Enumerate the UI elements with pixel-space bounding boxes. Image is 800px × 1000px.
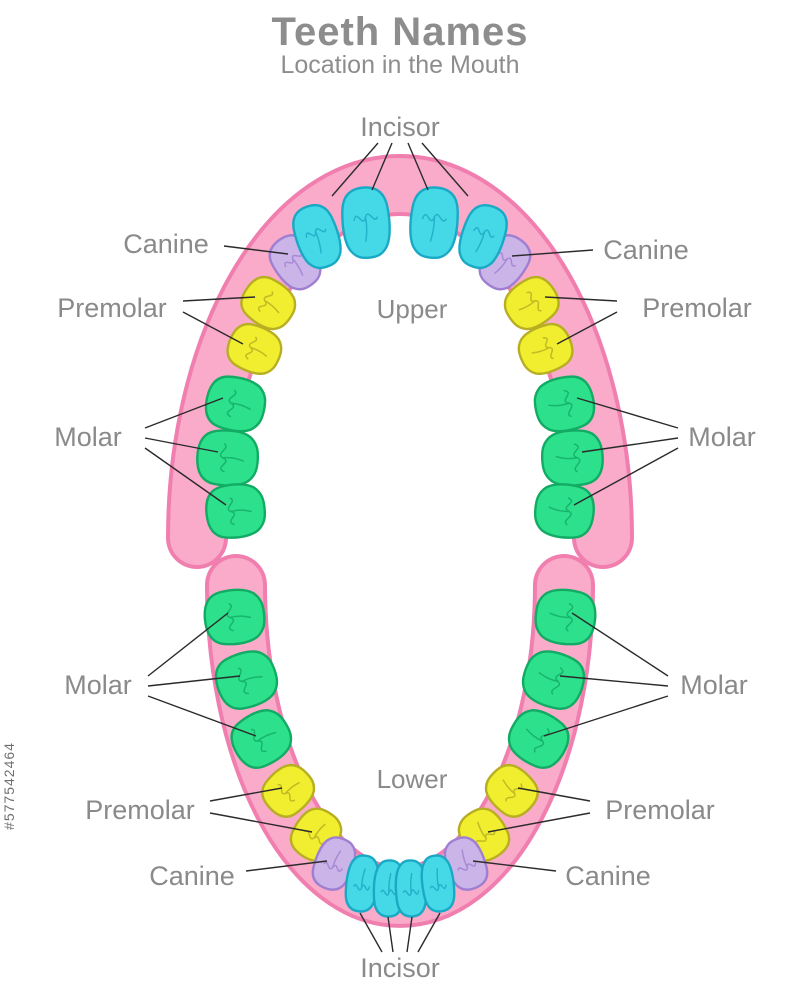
leader-lines-lower-premolar [209, 787, 591, 833]
page-subtitle: Location in the Mouth [280, 51, 519, 79]
leader-lines-upper-canine [223, 245, 594, 257]
tooth-upper-right-central-incisor [406, 184, 462, 262]
stock-id-watermark: #577542464 [1, 742, 17, 830]
tooth-lower-right-molar-1 [531, 585, 600, 649]
label-molar-lower-left: Molar [64, 670, 132, 700]
page-title: Teeth Names [271, 10, 528, 54]
label-premolar-lower-right: Premolar [605, 795, 715, 825]
leader-lines-upper-incisor [331, 142, 469, 197]
label-premolar-upper-right: Premolar [642, 293, 752, 323]
label-molar-lower-right: Molar [680, 670, 748, 700]
tooth-upper-left-central-incisor [338, 184, 394, 262]
upper-arch-label: Upper [377, 294, 448, 324]
leader-lines-upper-premolar [182, 296, 618, 345]
label-canine-upper-right: Canine [603, 235, 689, 265]
label-canine-lower-right: Canine [565, 861, 651, 891]
leader-lines-lower-incisor [359, 912, 441, 953]
label-canine-lower-left: Canine [149, 861, 235, 891]
leader-lines-upper-molar [144, 397, 679, 506]
label-molar-upper-right: Molar [688, 422, 756, 452]
label-incisor-top: Incisor [360, 112, 440, 142]
leader-lines-lower-canine [245, 860, 557, 872]
label-premolar-lower-left: Premolar [85, 795, 195, 825]
tooth-upper-left-molar-3 [202, 480, 269, 542]
lower-arch-label: Lower [377, 764, 448, 794]
tooth-upper-left-molar-2 [194, 427, 261, 489]
label-molar-upper-left: Molar [54, 422, 122, 452]
tooth-lower-left-molar-1 [200, 585, 269, 649]
tooth-upper-right-molar-2 [539, 427, 606, 489]
label-canine-upper-left: Canine [123, 229, 209, 259]
leader-lines-lower-molar [147, 612, 669, 737]
label-incisor-bottom: Incisor [360, 953, 440, 983]
label-premolar-upper-left: Premolar [57, 293, 167, 323]
upper-arch [166, 154, 634, 569]
tooth-upper-right-molar-3 [531, 480, 598, 542]
